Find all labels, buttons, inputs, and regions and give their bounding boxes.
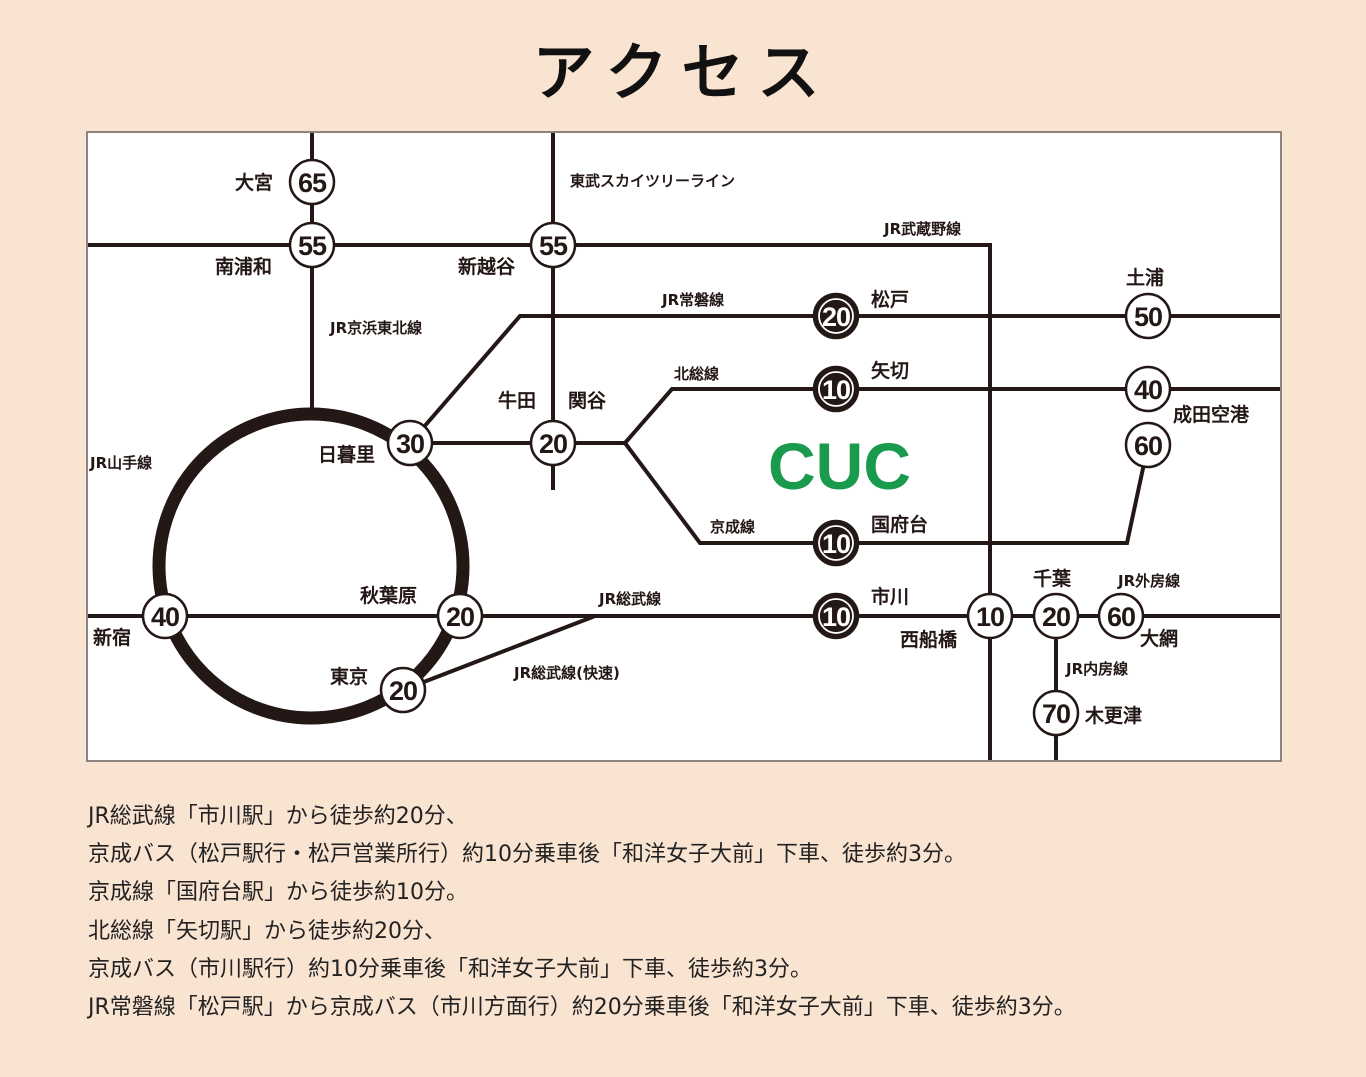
station-marker-shin-koshigaya: 55 [529,221,577,269]
label-uchibo: JR内房線 [1065,660,1128,678]
page-title: アクセス [532,36,834,109]
station-name: 日暮里 [318,444,375,466]
station-marker-tsuchiura: 50 [1124,292,1172,340]
label-joban: JR常磐線 [661,291,724,309]
station-name: 新宿 [93,626,131,649]
line-joban [408,314,1280,445]
station-name: 大宮 [235,171,273,194]
station-marker-ushida: 20 [529,419,577,467]
line-yamanote-ring [152,407,470,725]
station-name: 関谷 [568,390,607,412]
station-marker-matsudo: 20 [812,292,860,340]
station-marker-oami: 60 [1097,592,1145,640]
note-line: 京成バス（松戸駅行・松戸営業所行）約10分乗車後「和洋女子大前」下車、徒歩約3分… [88,842,966,868]
svg-text:20: 20 [539,429,567,459]
station-name: 市川 [871,585,909,608]
station-marker-yagiri: 10 [812,365,860,413]
svg-text:20: 20 [822,302,850,332]
line-sobu-rapid [402,614,596,692]
rail-lines [88,133,1280,760]
svg-text:20: 20 [389,676,417,706]
line-musashino [88,243,992,760]
station-marker-chiba: 20 [1032,592,1080,640]
station-name: 西船橋 [900,628,958,651]
label-sotobo: JR外房線 [1117,572,1180,590]
svg-text:10: 10 [822,529,850,559]
svg-text:55: 55 [298,231,327,261]
label-musashino: JR武蔵野線 [883,220,961,238]
station-marker-kisarazu: 70 [1032,689,1080,737]
station-marker-omiya: 65 [288,158,336,206]
svg-text:40: 40 [151,602,179,632]
station-name: 千葉 [1033,568,1072,590]
svg-text:20: 20 [446,602,474,632]
station-marker-minami-urawa: 55 [288,221,336,269]
svg-text:55: 55 [539,231,568,261]
station-name: 秋葉原 [360,584,417,607]
label-tobu: 東武スカイツリーライン [570,172,735,190]
station-name: 矢切 [871,359,909,382]
svg-text:10: 10 [822,602,850,632]
label-keihin: JR京浜東北線 [329,319,422,337]
station-name: 土浦 [1126,266,1164,289]
cuc-logo: CUC [768,429,911,503]
station-marker-narita-hokuso: 40 [1124,365,1172,413]
label-hokuso: 北総線 [674,365,719,383]
svg-text:20: 20 [1042,602,1070,632]
station-marker-tokyo: 20 [379,666,427,714]
svg-text:10: 10 [976,602,1004,632]
station-marker-ichikawa: 10 [812,592,860,640]
svg-text:70: 70 [1042,699,1070,729]
label-sobu-rapid: JR総武線(快速) [513,664,620,682]
svg-text:40: 40 [1134,375,1162,405]
svg-text:50: 50 [1134,302,1162,332]
station-name: 国府台 [871,513,928,536]
svg-text:10: 10 [822,375,850,405]
svg-text:60: 60 [1107,602,1135,632]
station-name: 南浦和 [215,255,272,278]
note-line: 京成線「国府台駅」から徒歩約10分。 [88,880,468,906]
label-sobu: JR総武線 [598,590,661,608]
line-keisei [623,441,1150,545]
station-name: 東京 [330,665,368,688]
label-keisei: 京成線 [710,518,755,536]
station-marker-nishi-funabashi: 10 [966,592,1014,640]
note-line: JR総武線「市川駅」から徒歩約20分、 [88,804,468,829]
station-name: 牛田 [498,389,536,412]
note-line: JR常磐線「松戸駅」から京成バス（市川方面行）約20分乗車後「和洋女子大前」下車… [88,995,1076,1021]
station-name: 新越谷 [458,255,516,278]
station-marker-shinjuku: 40 [141,592,189,640]
note-line: 京成バス（市川駅行）約10分乗車後「和洋女子大前」下車、徒歩約3分。 [88,956,812,982]
route-map: CUC 東武スカイツリーライン JR武蔵野線 JR常磐線 JR京浜東北線 北総線… [86,131,1282,762]
line-hokuso [623,387,1280,445]
station-name: 大網 [1140,627,1178,650]
access-notes: JR総武線「市川駅」から徒歩約20分、 京成バス（松戸駅行・松戸営業所行）約10… [88,798,1076,1027]
station-marker-nippori: 30 [386,419,434,467]
station-marker-narita-keisei: 60 [1124,421,1172,469]
station-name: 木更津 [1084,704,1142,727]
station-marker-konodai: 10 [812,519,860,567]
label-yamanote: JR山手線 [89,454,152,472]
svg-text:30: 30 [396,429,424,459]
svg-text:65: 65 [298,168,327,198]
note-line: 北総線「矢切駅」から徒歩約20分、 [88,918,446,944]
svg-text:60: 60 [1134,431,1162,461]
station-marker-akihabara: 20 [436,592,484,640]
station-name: 成田空港 [1173,403,1250,426]
station-name: 松戸 [871,288,909,311]
